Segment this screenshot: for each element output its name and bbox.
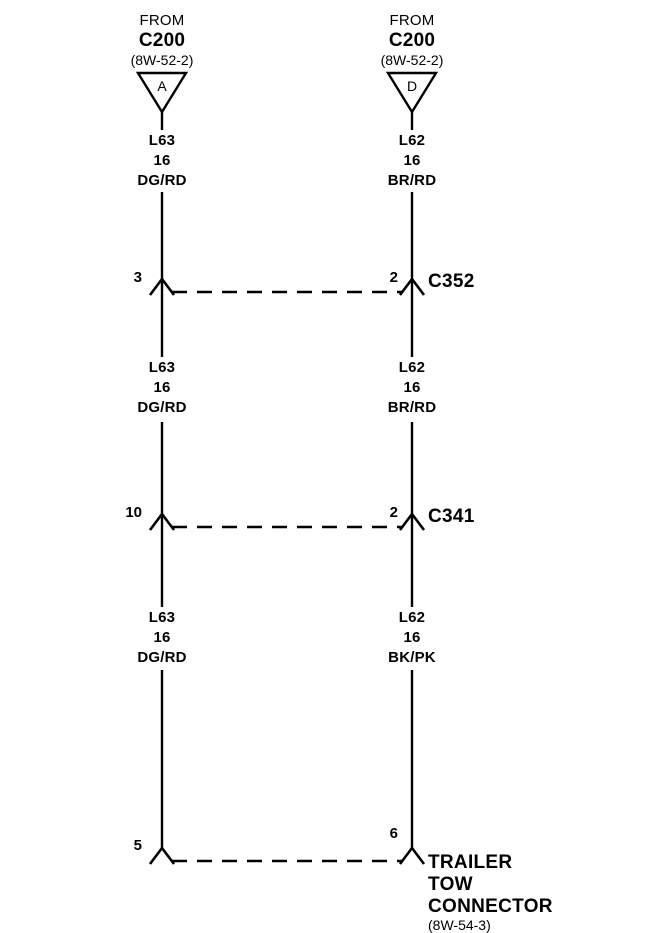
wire-right-seg2-color: BR/RD	[387, 399, 437, 416]
connector-symbol-left-c352	[148, 276, 176, 300]
source-left-connector-reference: (8W-52-2)	[130, 52, 194, 68]
wire-right-seg1-color: BR/RD	[387, 172, 437, 189]
wire-left-seg3-color: DG/RD	[137, 649, 187, 666]
trailer-connector-name-line-3: CONNECTOR	[428, 896, 553, 917]
source-right-from-label: FROM	[389, 12, 435, 29]
wire-right-seg2-gauge: 16	[403, 379, 421, 396]
connector-symbol-left-c341	[148, 511, 176, 535]
source-right-connector-reference: (8W-52-2)	[380, 52, 444, 68]
connector-symbol-right-c341	[398, 511, 426, 535]
connector-symbol-right-c352	[398, 276, 426, 300]
wire-right-seg1-gauge: 16	[403, 152, 421, 169]
wire-left-seg3-gauge: 16	[153, 629, 171, 646]
wire-left-seg1-gauge: 16	[153, 152, 171, 169]
wire-left-seg2-circuit: L63	[148, 359, 176, 376]
trailer-connector-reference: (8W-54-3)	[428, 917, 491, 933]
trailer-connector-left-pin: 5	[133, 837, 142, 854]
wire-right-seg1-circuit: L62	[398, 132, 426, 149]
trailer-connector-name-line-2: TOW	[428, 874, 473, 895]
connector-symbol-left-trailer	[148, 845, 176, 865]
wire-left-seg2-gauge: 16	[153, 379, 171, 396]
wire-left-seg1-circuit: L63	[148, 132, 176, 149]
trailer-connector-right-pin: 6	[389, 825, 398, 842]
connector-symbol-right-trailer	[398, 845, 426, 865]
wire-left-seg2-color: DG/RD	[137, 399, 187, 416]
connector-c352-right-pin: 2	[389, 269, 398, 286]
source-triangle-left	[135, 71, 189, 115]
wire-left-seg1-color: DG/RD	[137, 172, 187, 189]
wire-right-seg3-color: BK/PK	[388, 649, 436, 666]
source-left-from-label: FROM	[139, 12, 185, 29]
connector-c341-name: C341	[428, 506, 475, 527]
source-right-connector-name: C200	[388, 30, 436, 51]
connector-c352-left-pin: 3	[133, 269, 142, 286]
wire-right-seg3-circuit: L62	[398, 609, 426, 626]
wire-right-seg2-circuit: L62	[398, 359, 426, 376]
source-triangle-right	[385, 71, 439, 115]
wire-right-seg3-gauge: 16	[403, 629, 421, 646]
connector-c352-name: C352	[428, 271, 475, 292]
source-right-cavity-letter: D	[406, 78, 418, 94]
wire-left-seg3-circuit: L63	[148, 609, 176, 626]
trailer-connector-name-line-1: TRAILER	[428, 852, 513, 873]
connector-c341-left-pin: 10	[125, 504, 142, 521]
source-left-connector-name: C200	[138, 30, 186, 51]
connector-c341-right-pin: 2	[389, 504, 398, 521]
source-left-cavity-letter: A	[157, 78, 167, 94]
